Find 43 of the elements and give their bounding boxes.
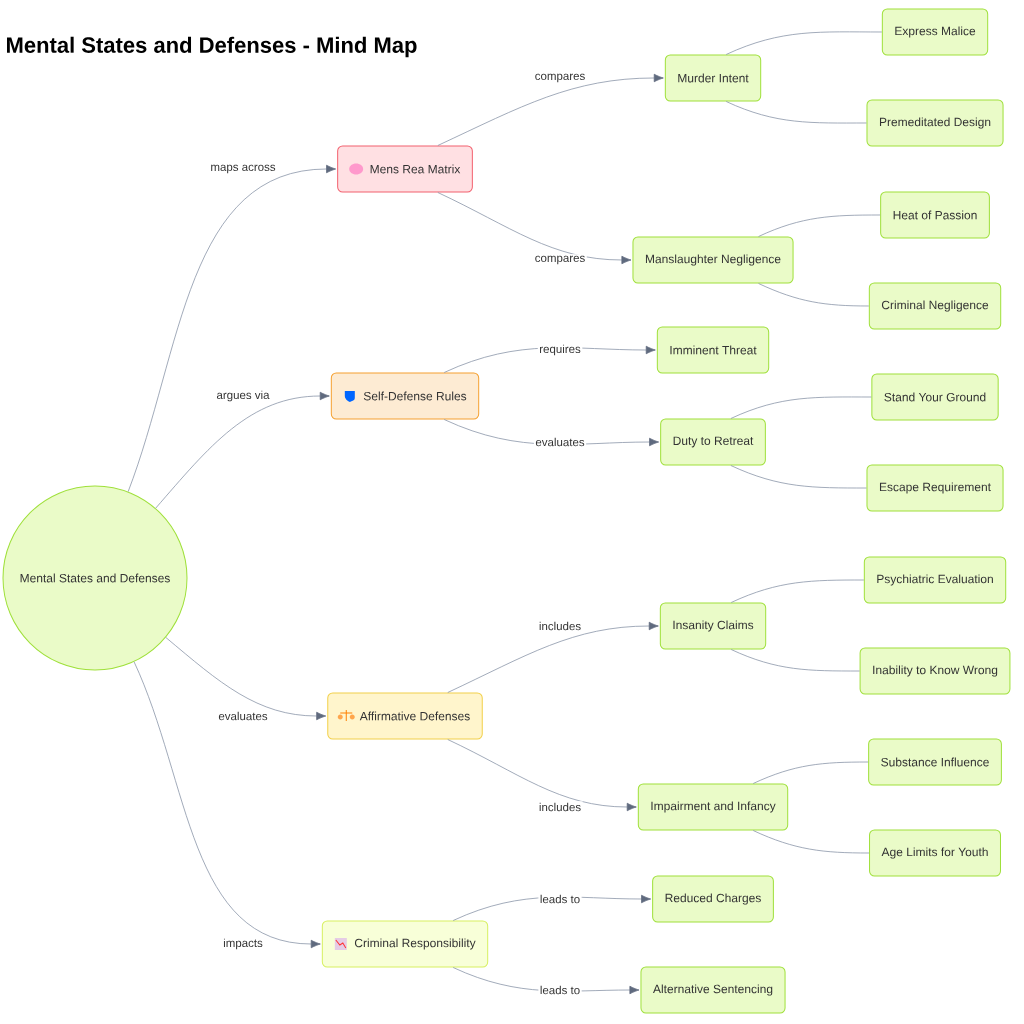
subtopic-box: Premeditated Design	[866, 99, 1004, 147]
topic-box: Affirmative Defenses	[327, 692, 483, 740]
arrow	[437, 73, 664, 146]
edge-label: evaluates	[216, 710, 270, 722]
edge-label: includes	[537, 801, 583, 813]
subtopic-box: Heat of Passion	[880, 191, 990, 239]
subtopic-box: Stand Your Ground	[871, 373, 999, 421]
subtopic-box: Imminent Threat	[656, 326, 770, 374]
topic-box: Mens Rea Matrix	[337, 145, 473, 193]
title: Mental States and Defenses - Mind Map	[7, 36, 417, 58]
edge-label: argues via	[215, 389, 272, 403]
subtopic-box: Insanity Claims	[659, 602, 767, 650]
arrow	[437, 192, 632, 265]
subtopic-box: Escape Requirement	[866, 464, 1004, 512]
arrow	[447, 739, 637, 812]
subtopic-box: Age Limits for Youth	[869, 829, 1001, 877]
arrow	[155, 391, 330, 509]
arrow	[127, 164, 337, 493]
edge-label: impacts	[221, 937, 265, 951]
subtopic-box: Express Malice	[881, 8, 989, 56]
subtopic-box: Manslaughter Negligence	[632, 236, 794, 284]
arrow	[165, 637, 327, 721]
edge-label: requires	[537, 343, 583, 357]
edge-label: compares	[533, 254, 587, 266]
edge-label: leads to	[538, 984, 582, 996]
edge-label: evaluates	[533, 436, 587, 448]
edge-label: compares	[533, 72, 587, 84]
subtopic-box: Alternative Sentencing	[640, 966, 786, 1014]
edge-label: leads to	[538, 893, 582, 905]
subtopic-box: Inability to Know Wrong	[859, 647, 1011, 695]
subtopic-box: Reduced Charges	[652, 875, 774, 923]
subtopic-box: Duty to Retreat	[660, 418, 766, 466]
arrow	[447, 621, 659, 693]
subtopic-box: Criminal Negligence	[868, 282, 1002, 330]
edge-label: maps across	[208, 163, 278, 175]
topic-box: Self-Defense Rules	[330, 372, 480, 420]
subtopic-box: Psychiatric Evaluation	[863, 556, 1007, 604]
subtopic-box: Impairment and Infancy	[637, 783, 789, 831]
topic-box: Criminal Responsibility	[321, 920, 489, 968]
subtopic-box: Substance Influence	[868, 738, 1002, 786]
arrow	[133, 661, 321, 949]
edge-label: includes	[537, 620, 583, 632]
subtopic-box: Murder Intent	[664, 54, 762, 102]
